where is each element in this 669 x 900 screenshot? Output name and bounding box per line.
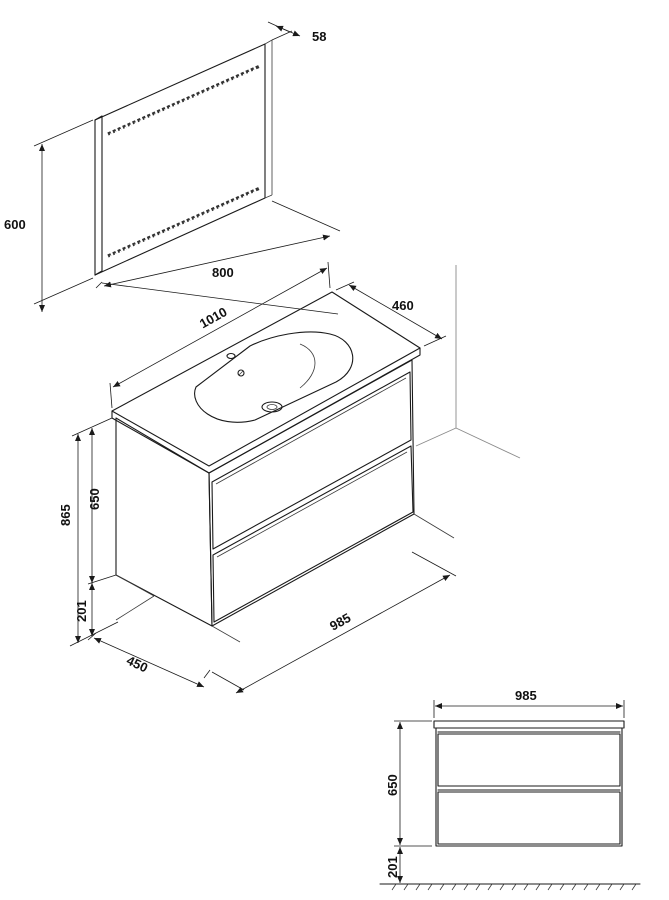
dim-top-width: 1010 [109, 261, 331, 409]
dim-front-heights: 650 201 [385, 720, 432, 883]
dim-label-650: 650 [87, 488, 102, 510]
mirror-top-edge [264, 39, 273, 45]
drawer-bottom-handle-groove [216, 451, 408, 558]
drawer-top-handle-groove [215, 377, 407, 485]
drawer-top [211, 371, 412, 550]
dim-label-front-201: 201 [385, 856, 400, 878]
drawer-bottom [212, 445, 414, 623]
dim-label-front-650: 650 [385, 774, 400, 796]
mirror-led-strip-bottom [107, 186, 261, 258]
basin-drain [261, 401, 283, 413]
dim-top-depth: 460 [335, 281, 447, 347]
mirror-led-strip-top [107, 64, 261, 136]
dim-label-front-985: 985 [515, 688, 537, 703]
front-view-cabinet [435, 727, 623, 847]
vanity-top-surface [111, 291, 421, 467]
dim-cabinet-depth: 450 [87, 632, 211, 688]
mirror-front-face [94, 43, 266, 276]
dim-mirror-height: 600 [4, 119, 94, 312]
basin-inner-curve [299, 343, 316, 389]
dim-heights: 865 650 201 [58, 417, 119, 647]
front-view-drawer-top [437, 733, 621, 787]
dim-label-600: 600 [4, 217, 26, 232]
mirror-bottom-edge [264, 194, 273, 199]
front-view [379, 720, 641, 891]
floor-hatch [391, 883, 637, 891]
front-view-drawer-bottom [437, 791, 621, 845]
cabinet-side-panel [115, 417, 213, 627]
dim-label-800: 800 [212, 265, 234, 280]
front-view-top [433, 720, 625, 729]
dim-front-width: 985 [433, 688, 625, 718]
vanity-cabinet [111, 291, 421, 627]
dim-cabinet-width: 985 [211, 551, 457, 694]
dim-mirror-depth: 58 [267, 21, 326, 44]
dim-label-460: 460 [392, 298, 414, 313]
wall [415, 265, 521, 459]
dim-label-865: 865 [58, 504, 73, 526]
tap-hole [226, 352, 236, 360]
mirror-edge [94, 115, 103, 276]
dim-label-1010: 1010 [197, 304, 230, 331]
floor-projection [115, 513, 455, 643]
basin [194, 331, 354, 423]
mirror [94, 39, 273, 276]
dim-label-58: 58 [312, 29, 326, 44]
dim-label-450: 450 [124, 653, 150, 676]
cabinet-front-panel [208, 359, 415, 627]
dim-label-201: 201 [74, 600, 89, 622]
